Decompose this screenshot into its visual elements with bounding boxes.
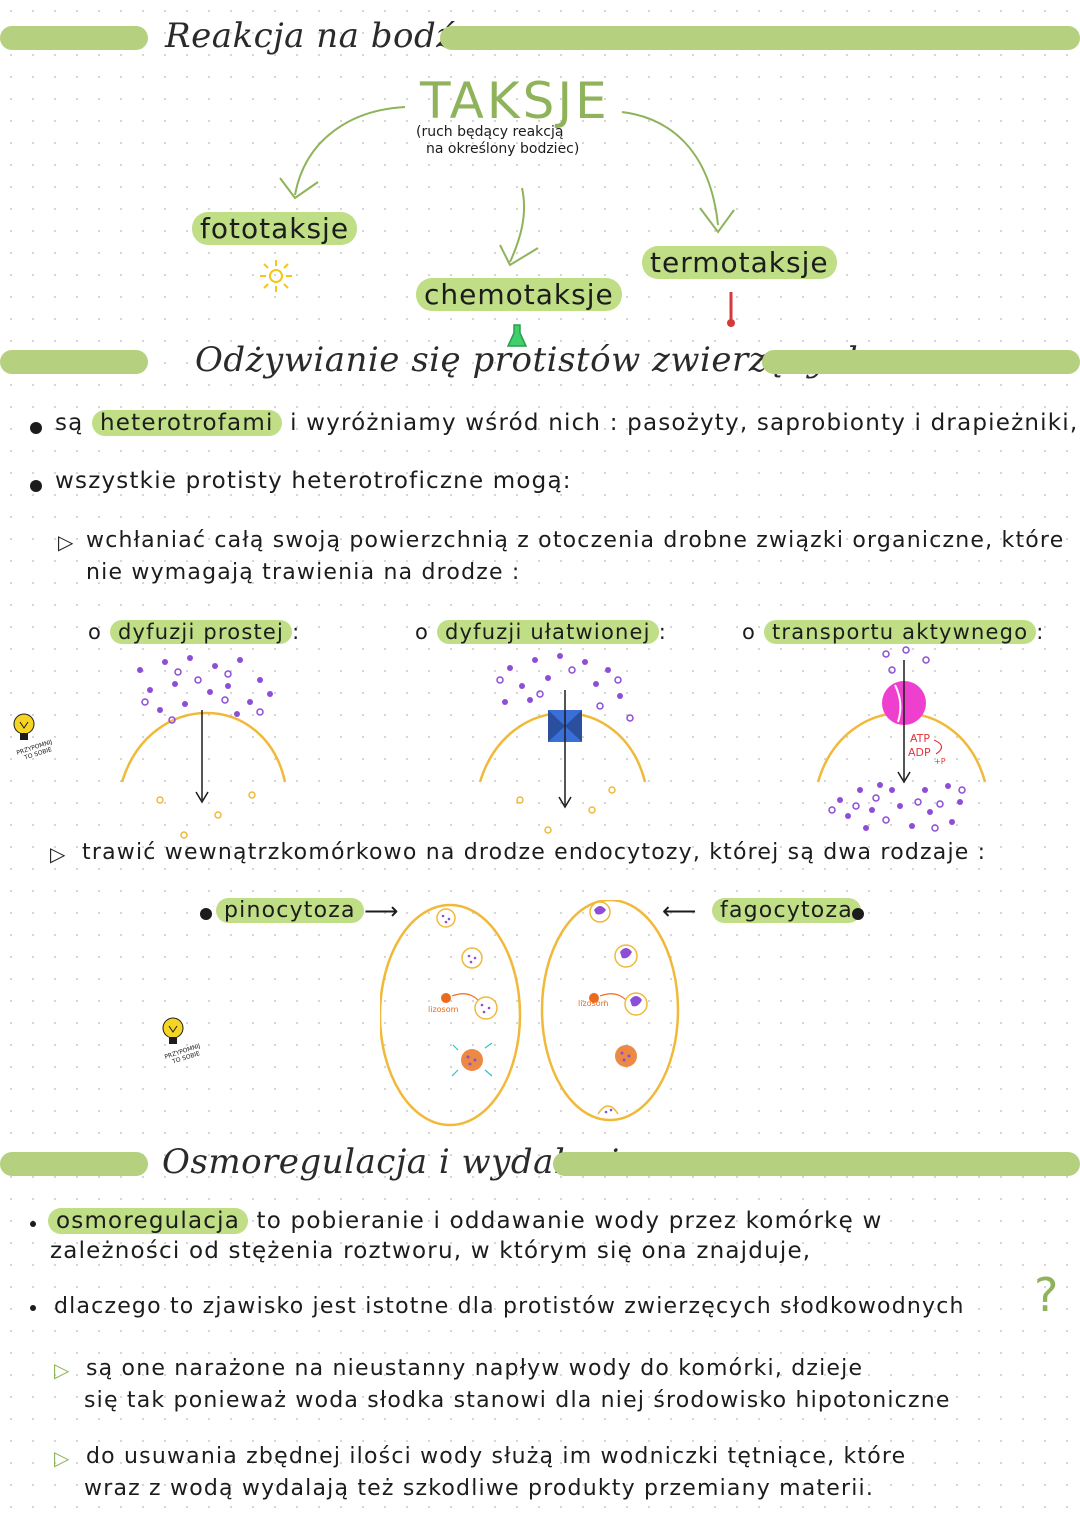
header-bar-left-3 xyxy=(0,1152,148,1176)
section-title-nutrition: Odżywianie się protistów zwierzęcych xyxy=(195,340,869,380)
header-bar-left-2 xyxy=(0,350,148,374)
bullet-dot xyxy=(852,908,864,920)
sub-absorb-line1: wchłaniać całą swoją powierzchnią z otoc… xyxy=(86,528,1065,553)
lightbulb-icon xyxy=(162,1017,184,1044)
lysosome-label: lizosom xyxy=(428,1005,459,1014)
bullet-osmoregulation-line2: zależności od stężenia roztworu, w który… xyxy=(50,1238,812,1264)
bullet-why-important: dlaczego to zjawisko jest istotne dla pr… xyxy=(54,1294,965,1319)
p-label: +P xyxy=(934,757,946,766)
thermometer-icon xyxy=(727,292,735,327)
taksje-arrows xyxy=(279,106,735,267)
bullet-can: wszystkie protisty heterotroficzne mogą: xyxy=(55,468,572,494)
taksje-subtitle-line2: na określony bodziec) xyxy=(426,141,580,157)
sub-endocytosis: trawić wewnątrzkomórkowo na drodze endoc… xyxy=(82,840,987,865)
atp-label: ATP xyxy=(910,732,930,745)
bullet-dot xyxy=(30,1305,36,1311)
label-phagocytosis: fagocytoza xyxy=(712,898,861,923)
label-termotaksje: termotaksje xyxy=(642,246,837,279)
active-transport-diagram: ATP ADP +P xyxy=(816,646,987,832)
phagocytosis-cell: lizosom xyxy=(540,900,680,1122)
lightbulb-icon xyxy=(13,713,35,740)
label-active-transport: o transportu aktywnego: xyxy=(742,620,1045,644)
label-pinocytosis: pinocytoza xyxy=(216,898,364,923)
arrow-left-icon: ⟵ xyxy=(662,897,697,925)
label-chemotaksje: chemotaksje xyxy=(416,278,622,311)
section-title-stimuli: Reakcja na bodźce xyxy=(165,16,495,56)
simple-diffusion-diagram xyxy=(120,655,287,839)
triangle-marker: ▷ xyxy=(54,1446,70,1470)
bullet-dot xyxy=(30,422,42,434)
triangle-marker: ▷ xyxy=(58,530,74,554)
triangle-marker: ▷ xyxy=(54,1358,70,1382)
header-bar-right xyxy=(440,26,1080,50)
sub-contractile-vacuoles-line2: wraz z wodą wydalają też szkodliwe produ… xyxy=(84,1476,875,1501)
svg-text:lizosom: lizosom xyxy=(578,999,609,1008)
header-bar-right-3 xyxy=(553,1152,1080,1176)
header-bar-left xyxy=(0,26,148,50)
bullet-dot xyxy=(30,1221,36,1227)
sub-water-inflow-line2: się tak ponieważ woda słodka stanowi dla… xyxy=(84,1388,951,1413)
flask-icon xyxy=(506,324,528,347)
bullet-heterotrophs: są heterotrofami i wyróżniamy wśród nich… xyxy=(55,410,1079,436)
taksje-subtitle-line1: (ruch będący reakcją xyxy=(416,124,564,140)
facilitated-diffusion-diagram xyxy=(478,653,647,834)
label-simple-diffusion: o dyfuzji prostej: xyxy=(88,620,301,644)
sub-contractile-vacuoles-line1: do usuwania zbędnej ilości wody służą im… xyxy=(86,1444,907,1469)
sun-icon xyxy=(260,260,292,292)
label-facilitated-diffusion: o dyfuzji ułatwionej: xyxy=(415,620,667,644)
bullet-dot xyxy=(30,480,42,492)
header-bar-right-2 xyxy=(762,350,1080,374)
pinocytosis-cell: lizosom xyxy=(380,903,522,1127)
endocytosis-diagram: lizosom lizosom xyxy=(380,900,680,1127)
transport-diagrams: ATP ADP +P xyxy=(120,646,987,839)
triangle-marker: ▷ xyxy=(50,842,66,866)
bullet-dot xyxy=(200,908,212,920)
adp-label: ADP xyxy=(908,746,931,759)
label-fototaksje: fototaksje xyxy=(192,212,358,245)
arrow-right-icon: ⟶ xyxy=(364,897,399,925)
sub-absorb-line2: nie wymagają trawienia na drodze : xyxy=(86,560,521,585)
question-mark-icon: ? xyxy=(1034,1268,1059,1322)
taksje-title: TAKSJE xyxy=(420,72,610,130)
bullet-osmoregulation-line1: osmoregulacja to pobieranie i oddawanie … xyxy=(48,1208,883,1234)
sub-water-inflow-line1: są one narażone na nieustanny napływ wod… xyxy=(86,1356,864,1381)
